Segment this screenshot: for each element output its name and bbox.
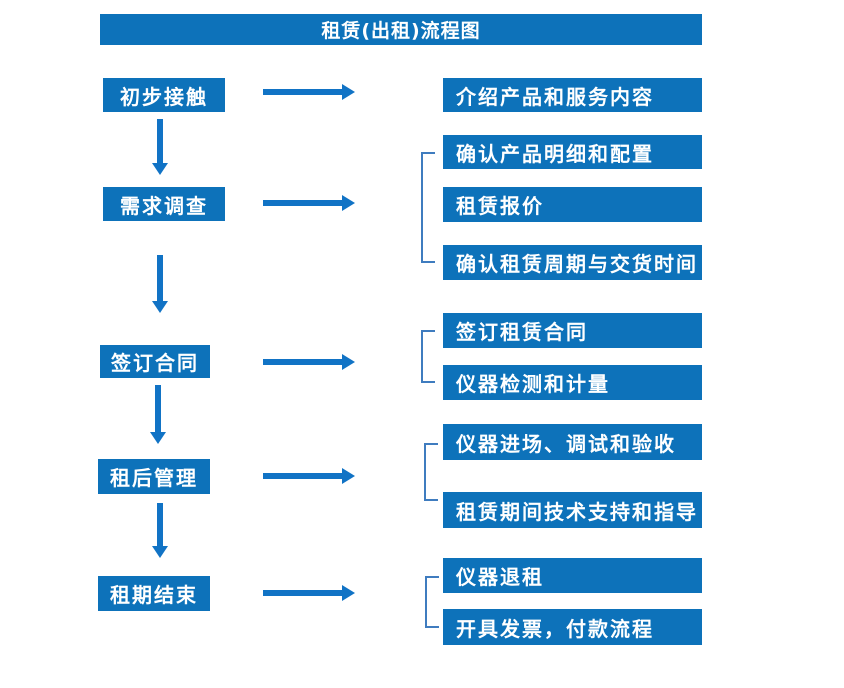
arrow-right-icon [263, 354, 355, 370]
arrow-right-icon [263, 84, 355, 100]
bracket-connector [421, 330, 435, 383]
step-box-demand-survey: 需求调查 [103, 187, 225, 221]
detail-box-tech-support: 租赁期间技术支持和指导 [443, 492, 702, 528]
bracket-connector [425, 576, 439, 628]
step-box-post-rental-management: 租后管理 [98, 459, 210, 494]
detail-box-confirm-product-config: 确认产品明细和配置 [443, 135, 702, 169]
bracket-connector [421, 152, 435, 263]
arrow-down-icon [152, 119, 168, 175]
detail-box-introduce-products: 介绍产品和服务内容 [443, 78, 702, 112]
detail-box-invoice-payment: 开具发票，付款流程 [443, 609, 702, 645]
flowchart-title: 租赁(出租)流程图 [100, 14, 702, 45]
arrow-down-icon [150, 385, 166, 444]
arrow-right-icon [263, 195, 355, 211]
step-box-sign-contract: 签订合同 [100, 345, 210, 378]
step-box-rental-end: 租期结束 [98, 576, 210, 611]
arrow-right-icon [263, 585, 355, 601]
step-box-initial-contact: 初步接触 [103, 78, 225, 112]
arrow-down-icon [152, 255, 168, 313]
detail-box-instrument-entry-acceptance: 仪器进场、调试和验收 [443, 424, 702, 460]
detail-box-rental-quote: 租赁报价 [443, 187, 702, 222]
detail-box-instrument-testing: 仪器检测和计量 [443, 365, 702, 400]
arrow-down-icon [152, 503, 168, 558]
detail-box-sign-rental-contract: 签订租赁合同 [443, 313, 702, 348]
arrow-right-icon [263, 468, 355, 484]
bracket-connector [424, 443, 438, 501]
detail-box-instrument-return: 仪器退租 [443, 558, 702, 593]
detail-box-confirm-cycle-delivery: 确认租赁周期与交货时间 [443, 245, 702, 280]
